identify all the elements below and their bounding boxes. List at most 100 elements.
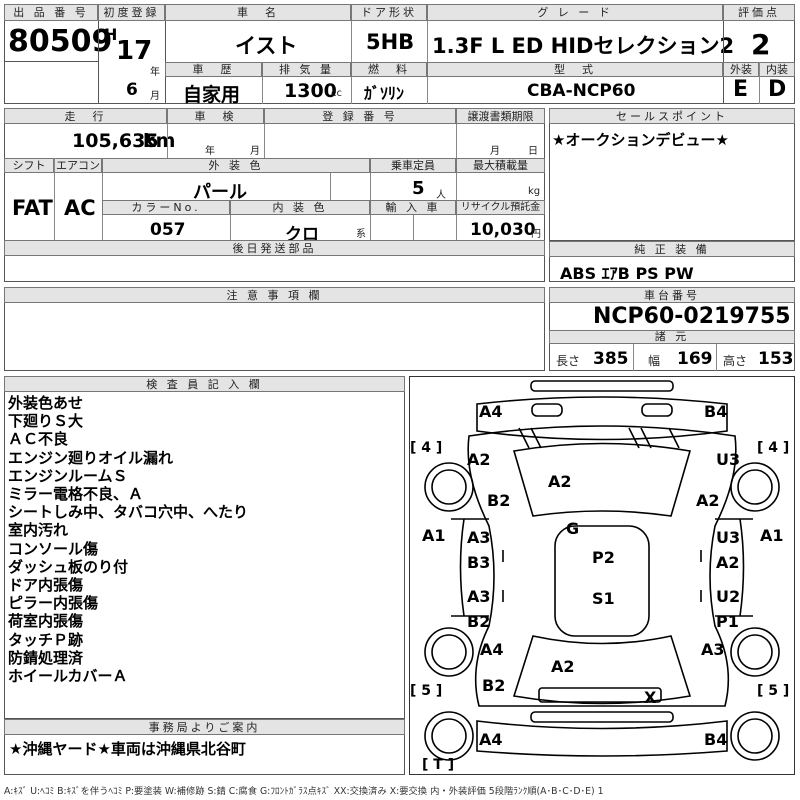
tire-rear-right-bracket: [ 5 ] [757, 683, 790, 699]
inspector-note-line: 外装色あせ [8, 394, 84, 412]
recycle-unit: 円 [531, 229, 541, 240]
inspection-label: 車 検 [167, 108, 264, 124]
shift-label: シフト [4, 158, 54, 173]
inspector-note-line: エンジンルームＳ [8, 466, 128, 485]
score: 2 [751, 28, 771, 61]
int-label: 内装 [759, 62, 795, 77]
car-name: イスト [235, 34, 298, 58]
transfer-label: 譲渡書類期限 [456, 108, 545, 124]
inspection-year-unit: 年 [205, 146, 215, 157]
width-label: 幅 [648, 354, 661, 368]
capacity-label: 乗車定員 [370, 158, 456, 173]
model-label: 型 式 [427, 62, 723, 77]
door-label: ドア形状 [351, 4, 427, 21]
mark-B4-top-right: B4 [704, 402, 728, 421]
car-name-label: 車 名 [165, 4, 351, 21]
ext-grade: E [733, 77, 749, 102]
inspector-note-line: 下廻りＳ大 [8, 412, 84, 431]
interior-unit: 系 [356, 229, 366, 240]
history: 自家用 [183, 84, 241, 106]
displacement: 1300 [284, 80, 337, 102]
mark-A4-top-left: A4 [479, 402, 503, 421]
interior-label: 内 装 色 [230, 200, 370, 215]
load-unit: kg [528, 186, 541, 197]
chassis-label: 車台番号 [549, 287, 795, 303]
inspector-note-line: タッチＰ跡 [8, 630, 84, 649]
later-parts-label: 後日発送部品 [4, 240, 545, 256]
equipment: ABS ｴｱB PS PW [560, 264, 694, 283]
transfer-day-unit: 日 [528, 146, 538, 157]
mark-B2-rear-left-door: B2 [467, 612, 491, 631]
mark-B4-bottom-right: B4 [704, 730, 728, 749]
import-label: 輸 入 車 [370, 200, 456, 215]
fuel: ｶﾞｿﾘﾝ [364, 84, 405, 103]
color-no: 057 [150, 220, 186, 240]
displacement-label: 排 気 量 [262, 62, 351, 77]
transfer-month-unit: 月 [490, 146, 500, 157]
sales-point-block [549, 108, 795, 241]
inspector-note-line: 防錆処理済 [8, 648, 84, 667]
color: パール [193, 182, 247, 203]
tire-front-right-bracket: [ 4 ] [757, 440, 790, 456]
sales-point-text: ★オークションデビュー★ [552, 131, 729, 149]
chassis-no: NCP60-0219755 [593, 304, 791, 329]
mark-A2-right: A2 [696, 491, 720, 510]
mark-A4-rear-left: A4 [480, 640, 504, 659]
length-label: 長さ [556, 354, 581, 368]
mark-S1-roof: S1 [592, 589, 615, 608]
score-label: 評価点 [723, 4, 795, 21]
mark-B2-rear-left: B2 [482, 676, 506, 695]
car-outline-diagram [424, 380, 780, 761]
ac: AC [64, 196, 96, 220]
inspector-label: 検 査 員 記 入 欄 [4, 376, 405, 392]
inspector-note-line: シートしみ中、タバコ穴中、へたり [8, 503, 249, 522]
sales-point-label: セールスポイント [549, 108, 795, 124]
era: H [104, 25, 118, 44]
mark-B3-front-left-door: B3 [467, 553, 491, 572]
office-text: ★沖縄ヤード★車両は沖縄県北谷町 [9, 740, 246, 758]
year-unit: 年 [150, 67, 160, 78]
capacity-unit: 人 [436, 190, 446, 201]
inspector-note-line: ドア内張傷 [8, 576, 84, 595]
mark-U3-front-right-door: U3 [716, 528, 741, 547]
mark-A2-hood: A2 [548, 472, 572, 491]
mark-A2-left-fender: A2 [467, 450, 491, 469]
inspection-month-unit: 月 [250, 146, 260, 157]
mark-A3-front-left-door: A3 [467, 528, 491, 547]
mark-B2-left: B2 [487, 491, 511, 510]
mark-U2-rear-right-door: U2 [716, 587, 741, 606]
grade: 1.3F L ED HIDセレクション2 [432, 34, 735, 58]
capacity: 5 [412, 178, 425, 199]
month-unit: 月 [150, 91, 160, 102]
door: 5HB [366, 30, 415, 54]
lot-no-label: 出 品 番 号 [4, 4, 98, 21]
history-label: 車 歴 [165, 62, 262, 77]
inspector-note-line: 室内汚れ [8, 521, 69, 540]
height: 153 [758, 349, 794, 369]
damage-diagram [409, 376, 795, 775]
legend: A:ｷｽﾞ U:ﾍｺﾐ B:ｷｽﾞを伴うﾍｺﾐ P:要塗装 W:補修跡 S:錆 … [4, 786, 604, 797]
inspector-note-line: コンソール傷 [8, 539, 99, 558]
inspector-note-line: ホイールカバーＡ [8, 667, 128, 686]
tire-front-left-bracket: [ 4 ] [410, 440, 443, 456]
inspector-note-line: ＡＣ不良 [8, 430, 69, 449]
mark-X-rear-bumper: X [644, 688, 657, 707]
color-label: 外 装 色 [102, 158, 370, 173]
int-grade: D [768, 77, 787, 102]
office-label: 事務局よりご案内 [4, 719, 405, 735]
notes-label: 注 意 事 項 欄 [4, 287, 545, 303]
equipment-label: 純 正 装 備 [549, 241, 795, 257]
month: 6 [126, 80, 138, 100]
mileage: 105,635 [72, 130, 159, 152]
inspector-note-line: 荷室内張傷 [8, 612, 84, 631]
mark-A2-front-right-door: A2 [716, 553, 740, 572]
mark-A3-rear-left-door: A3 [467, 587, 491, 606]
mark-U3-right-fender: U3 [716, 450, 741, 469]
shift: FAT [12, 196, 53, 220]
year: 17 [116, 36, 153, 66]
first-reg-label: 初度登録 [98, 4, 165, 21]
color-no-label: カラーNo. [102, 200, 230, 215]
mark-A4-bottom-left: A4 [479, 730, 503, 749]
fuel-label: 燃 料 [351, 62, 427, 77]
tire-rear-left-bracket: [ 5 ] [410, 683, 443, 699]
